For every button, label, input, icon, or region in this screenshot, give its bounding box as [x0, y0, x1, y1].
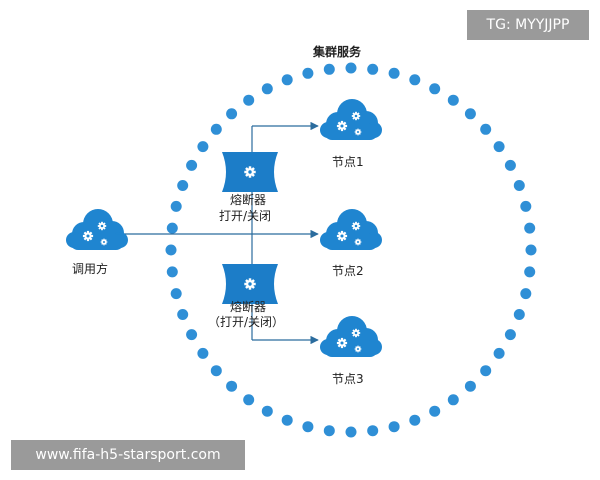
ring-dot	[409, 74, 421, 86]
ring-dot	[226, 108, 238, 120]
ring-dot	[525, 244, 537, 256]
caller-cloud-icon	[66, 209, 128, 250]
ring-dot	[493, 141, 505, 153]
ring-dot	[166, 222, 178, 234]
ring-dot	[186, 159, 198, 171]
breaker2-state: （打开/关闭）	[208, 315, 285, 329]
ring-dot	[302, 67, 314, 79]
ring-dot	[261, 83, 273, 95]
ring-dot	[429, 83, 441, 95]
ring-dot	[447, 94, 459, 106]
ring-dot	[177, 180, 189, 191]
ring-dot	[186, 329, 198, 341]
ring-dot	[281, 414, 293, 426]
ring-dot	[388, 67, 400, 79]
ring-dot	[226, 380, 238, 392]
node1-label: 节点1	[332, 155, 364, 169]
ring-dot	[504, 159, 516, 171]
ring-dot	[323, 425, 335, 437]
ring-dot	[210, 365, 222, 377]
ring-dot	[165, 244, 177, 256]
ring-dot	[166, 266, 178, 278]
ring-dot	[513, 180, 525, 191]
ring-dot	[513, 309, 525, 320]
connections	[100, 121, 319, 345]
breaker2-name: 熔断器	[230, 300, 267, 314]
ring-dot	[524, 222, 536, 234]
ring-dot	[170, 288, 182, 300]
ring-dot	[345, 426, 357, 438]
ring-dot	[323, 63, 335, 75]
ring-dot	[302, 421, 314, 433]
node2-label: 节点2	[332, 264, 364, 278]
ring-dot	[504, 329, 516, 341]
ring-dot	[409, 414, 421, 426]
ring-dot	[447, 394, 459, 406]
cluster-ring	[165, 62, 537, 438]
ring-dot	[524, 266, 536, 278]
ring-dot	[429, 405, 441, 417]
watermark-url: www.fifa-h5-starsport.com	[11, 440, 245, 470]
breaker1-state: 打开/关闭	[219, 209, 272, 223]
cluster-label: 集群服务	[313, 45, 362, 59]
ring-dot	[480, 365, 492, 377]
ring-dot	[170, 200, 182, 212]
node3-label: 节点3	[332, 372, 364, 386]
watermark-tg: TG: MYYJJPP	[467, 10, 589, 40]
ring-dot	[367, 63, 379, 75]
ring-dot	[464, 380, 476, 392]
ring-dot	[197, 347, 209, 359]
ring-dot	[243, 94, 255, 106]
ring-dot	[520, 288, 532, 300]
ring-dot	[281, 74, 293, 86]
ring-dot	[243, 394, 255, 406]
ring-dot	[345, 62, 357, 74]
ring-dot	[464, 108, 476, 120]
ring-dot	[261, 405, 273, 417]
ring-dot	[210, 123, 222, 135]
ring-dot	[388, 421, 400, 433]
node1-cloud-icon	[320, 99, 382, 140]
ring-dot	[520, 200, 532, 212]
ring-dot	[480, 123, 492, 135]
ring-dot	[197, 141, 209, 153]
ring-dot	[177, 309, 189, 320]
ring-dot	[367, 425, 379, 437]
ring-dot	[493, 347, 505, 359]
caller-label: 调用方	[72, 262, 109, 276]
node2-cloud-icon	[320, 209, 382, 250]
node3-cloud-icon	[320, 316, 382, 357]
breaker1-icon	[222, 152, 278, 192]
breaker1-name: 熔断器	[230, 193, 267, 207]
